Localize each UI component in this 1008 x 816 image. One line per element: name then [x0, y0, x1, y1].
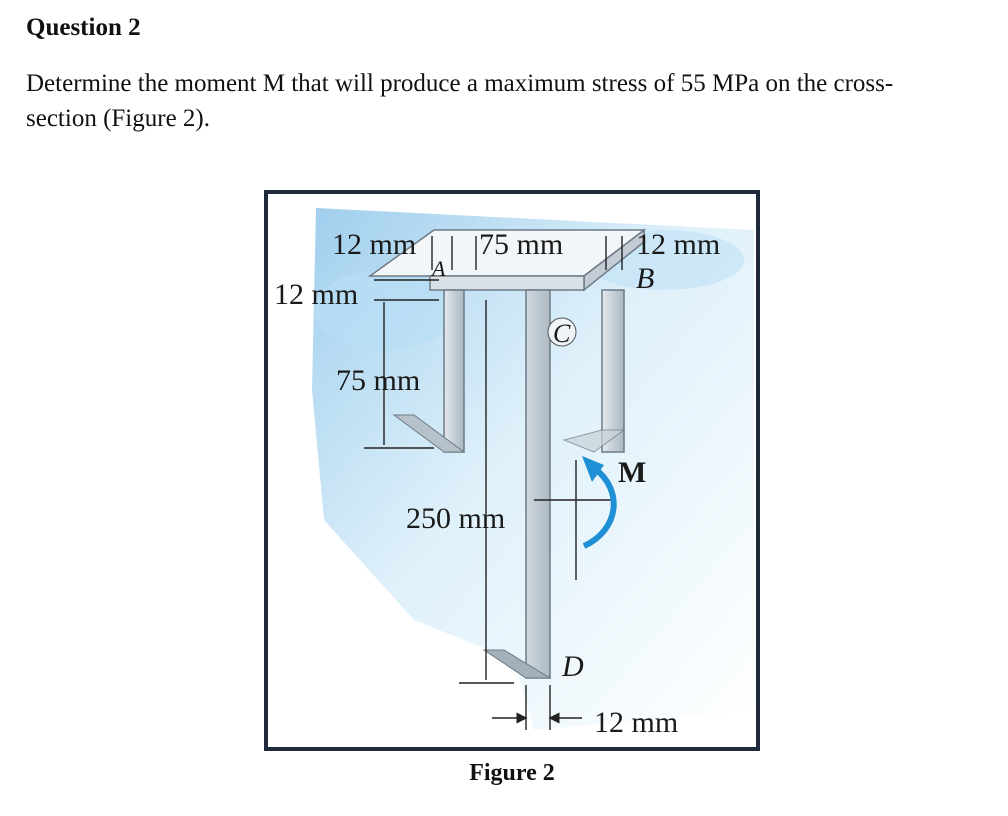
label-point-d: D — [561, 650, 584, 683]
label-dim-leg-height: 75 mm — [336, 364, 420, 397]
figure-caption: Figure 2 — [469, 760, 555, 786]
left-leg — [392, 289, 466, 453]
moment-arrowhead — [582, 456, 604, 482]
label-dim-bottom: 12 mm — [594, 706, 678, 739]
question-text: Determine the moment M that will produce… — [26, 70, 894, 132]
label-moment: M — [618, 456, 646, 489]
question-title: Question 2 — [26, 14, 141, 41]
label-point-a: A — [430, 256, 446, 281]
moment-arrow — [582, 465, 617, 549]
label-dim-top-right: 12 mm — [636, 228, 720, 261]
label-dim-top-mid: 75 mm — [479, 228, 563, 261]
label-point-b: B — [636, 262, 654, 295]
right-leg — [562, 289, 626, 453]
dimension-lines — [364, 236, 623, 730]
figure-2: 12 mm 75 mm 12 mm 12 mm 75 mm 250 mm 12 … — [264, 190, 760, 751]
label-dim-top-left: 12 mm — [332, 228, 416, 261]
top-flange — [367, 228, 647, 292]
label-dim-total-height: 250 mm — [406, 502, 505, 535]
label-dim-left-thickness: 12 mm — [274, 278, 358, 311]
figure-2-drawing: 12 mm 75 mm 12 mm 12 mm 75 mm 250 mm 12 … — [264, 190, 760, 751]
web — [482, 289, 552, 679]
label-point-c: C — [553, 319, 571, 348]
